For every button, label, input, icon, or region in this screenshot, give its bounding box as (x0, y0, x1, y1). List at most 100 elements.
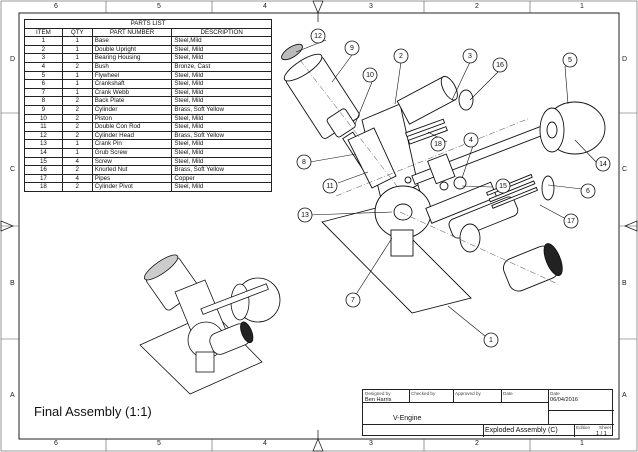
qty-cell: 1 (61, 44, 93, 55)
description-cell: Bronze, Cast (171, 61, 272, 72)
part-number-cell: Crank Webb (91, 87, 173, 98)
balloon-10: 10 (362, 67, 378, 83)
zone-col-6-top: 6 (54, 3, 58, 10)
grub-screw (404, 176, 412, 184)
zone-col-1-bottom: 1 (580, 440, 584, 447)
qty-cell: 2 (61, 130, 93, 141)
balloon-9: 9 (344, 40, 360, 56)
part-number-cell: Cylinder Head (91, 130, 173, 141)
part-number-cell: Crank Pin (91, 139, 173, 149)
sheet-value: 1 / 1 (596, 431, 607, 437)
part-number-cell: Back Plate (91, 96, 173, 106)
balloon-label: 5 (568, 57, 572, 64)
final-crankshaft (200, 283, 269, 315)
flywheel-boss (546, 121, 558, 139)
item-cell: 16 (24, 165, 63, 175)
balloon-label: 7 (351, 297, 355, 304)
header-qty: QTY (61, 27, 93, 38)
checked-by-label: Checked by (411, 391, 436, 396)
balloon-label: 6 (586, 188, 590, 195)
balloon-circle (562, 52, 578, 68)
part-number-cell: Piston (91, 113, 173, 124)
balloon-circle (297, 207, 313, 223)
parts-list-title: PARTS LIST (24, 19, 272, 29)
item-cell: 14 (24, 147, 63, 158)
qty-cell: 4 (61, 156, 93, 167)
zone-col-3-top: 3 (369, 3, 373, 10)
qty-cell: 2 (61, 104, 93, 115)
project-name: V-Engine (393, 415, 422, 422)
balloon-circle (345, 292, 361, 308)
description-cell: Steel, Mild (171, 44, 272, 55)
part-number-cell: Cylinder Pivot (91, 182, 173, 192)
base-plate (321, 206, 472, 314)
balloon-circle (463, 132, 479, 148)
balloon-4: 4 (463, 132, 479, 148)
zone-row-a-left: A (10, 392, 15, 399)
balloon-label: 17 (567, 218, 575, 225)
balloon-label: 4 (469, 137, 473, 144)
centre-lines (299, 59, 561, 286)
balloon-8: 8 (296, 154, 312, 170)
zone-row-d-right: D (622, 56, 628, 63)
description-cell: Steel, Mild (171, 147, 272, 158)
knurled-nut-right (541, 175, 555, 201)
balloon-label: 1 (489, 337, 493, 344)
description-cell: Copper (171, 173, 272, 184)
part-number-cell: Crankshaft (91, 79, 173, 89)
balloon-circle (495, 178, 511, 194)
balloon-circle (492, 57, 508, 73)
balloon-circle (483, 332, 499, 348)
qty-cell: 1 (61, 36, 93, 46)
qty-cell: 1 (61, 87, 93, 98)
balloon-3: 3 (462, 48, 478, 64)
designed-by-label: Designed by (365, 391, 391, 396)
zone-col-4-top: 4 (263, 3, 267, 10)
balloon-circle (430, 136, 446, 152)
balloon-circle (310, 28, 326, 44)
balloon-circle (362, 67, 378, 83)
knurled-nut-top (458, 89, 474, 111)
item-cell: 17 (24, 173, 63, 184)
final-assembly-title: Final Assembly (1:1) (34, 404, 152, 419)
balloon-label: 16 (496, 62, 504, 69)
zone-col-3-bottom: 3 (369, 440, 373, 447)
cylinder-head-right (459, 223, 481, 253)
balloon-label: 8 (302, 159, 306, 166)
qty-cell: 2 (61, 96, 93, 106)
balloon-7: 7 (345, 292, 361, 308)
description-cell: Steel, Mild (171, 182, 272, 192)
back-plate (347, 127, 397, 189)
balloon-label: 3 (468, 53, 472, 60)
description-cell: Brass, Soft Yellow (171, 165, 272, 175)
balloon-12: 12 (310, 28, 326, 44)
part-number-cell: Knurled Nut (91, 165, 173, 175)
balloon-label: 13 (301, 212, 309, 219)
description-cell: Brass, Soft Yellow (171, 104, 272, 115)
description-cell: Steel, Mild (171, 87, 272, 98)
balloon-circle (563, 213, 579, 229)
qty-cell: 4 (61, 173, 93, 184)
balloon-16: 16 (492, 57, 508, 73)
part-number-cell: Base (91, 36, 173, 46)
description-cell: Steel, Mild (171, 53, 272, 63)
qty-cell: 1 (61, 53, 93, 63)
leader-lines (295, 39, 598, 337)
date-value: 06/04/2016 (550, 397, 578, 403)
parts-list-table: PARTS LIST ITEM QTY PART NUMBER DESCRIPT… (24, 19, 272, 192)
zone-row-d-left: D (10, 56, 16, 63)
zone-col-6-bottom: 6 (54, 440, 58, 447)
exploded-assembly-view (281, 43, 606, 314)
date-label-approval: Date (503, 391, 513, 396)
